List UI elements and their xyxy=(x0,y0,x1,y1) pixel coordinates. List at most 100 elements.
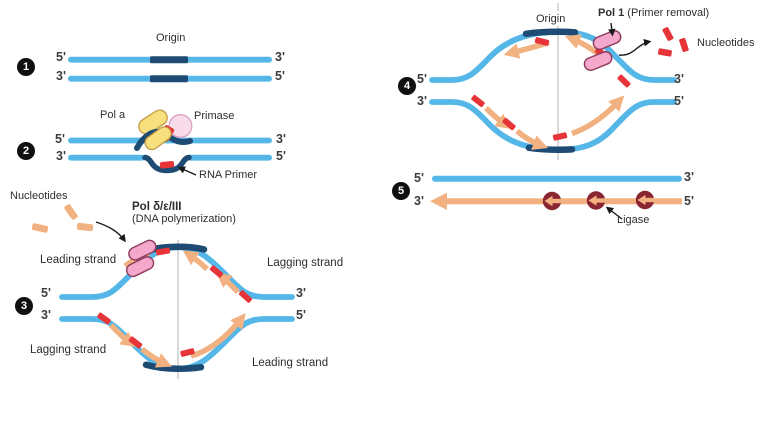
rna-primer-segment xyxy=(180,348,195,357)
pointer-arrow xyxy=(177,166,197,176)
okazaki-arrow xyxy=(108,323,137,347)
rna-primer-segment xyxy=(534,37,550,46)
five-prime-label: 5' xyxy=(674,94,684,108)
lagging-strand-label: Lagging strand xyxy=(30,344,107,356)
rna-primer-segment xyxy=(155,247,171,256)
step3-replication-bubble xyxy=(31,204,295,379)
pointer-arrow xyxy=(608,22,616,37)
three-prime-label: 3' xyxy=(275,50,285,64)
polymerase-clamp xyxy=(125,256,155,278)
pointer-arrow xyxy=(95,221,126,243)
free-nucleotides xyxy=(31,204,94,233)
leading-strand-label: Leading strand xyxy=(40,254,117,266)
three-prime-label: 3' xyxy=(56,149,66,163)
rna-primer-segment xyxy=(238,290,253,303)
step-badge: 5 xyxy=(392,182,410,200)
five-prime-label: 5' xyxy=(275,69,285,83)
pol-alpha-primase-complex xyxy=(134,109,193,151)
pol1-label: Pol 1(Primer removal) xyxy=(598,7,709,20)
step2-initiation xyxy=(68,109,272,176)
nucleotide-dash xyxy=(679,37,689,53)
new-strand xyxy=(445,198,682,205)
step4-primer-removal xyxy=(429,3,689,160)
rna-primer-segment xyxy=(209,265,224,278)
step-badge: 4 xyxy=(398,77,416,95)
three-prime-label: 3' xyxy=(56,69,66,83)
three-prime-label: 3' xyxy=(674,72,684,86)
three-prime-label: 3' xyxy=(414,194,424,208)
step-badge: 2 xyxy=(17,142,35,160)
pol-delta-label: Pol δ/ε/III xyxy=(132,201,182,213)
step-badge: 3 xyxy=(15,297,33,315)
removed-nucleotides xyxy=(657,27,689,57)
three-prime-label: 3' xyxy=(41,308,51,322)
primase-enzyme xyxy=(168,114,193,138)
step5-ligation xyxy=(430,175,682,220)
five-prime-label: 5' xyxy=(55,132,65,146)
nucleotide-dash xyxy=(657,48,672,57)
leading-strand-arrow xyxy=(190,312,246,359)
five-prime-label: 5' xyxy=(417,72,427,86)
pol1-name: Pol 1 xyxy=(598,7,625,19)
rna-primer-segment xyxy=(471,94,485,108)
ligase-enzyme xyxy=(635,190,655,210)
three-prime-label: 3' xyxy=(684,170,694,184)
rna-primer-segment xyxy=(552,132,568,141)
nucleotide-dash xyxy=(76,222,94,232)
okazaki-arrow xyxy=(140,346,173,368)
origin-segment xyxy=(525,144,576,154)
ligase-enzyme xyxy=(542,191,562,211)
new-strand-arrowhead xyxy=(430,192,447,210)
step1-parental-dna xyxy=(68,56,272,83)
origin-segment xyxy=(150,75,188,83)
three-prime-label: 3' xyxy=(417,94,427,108)
rna-primer-segment xyxy=(128,336,143,349)
nucleotides-label: Nucleotides xyxy=(697,37,755,49)
parental-strand xyxy=(429,28,677,83)
parental-strand xyxy=(432,175,682,182)
ligase-enzymes xyxy=(542,190,655,211)
origin-label: Origin xyxy=(156,32,186,44)
rna-primer-segment xyxy=(502,117,516,131)
pol-a-label: Pol a xyxy=(100,109,126,121)
pointer-arrow xyxy=(618,38,652,56)
pol-alpha-enzyme xyxy=(138,109,168,135)
nucleotide-dash xyxy=(662,27,674,41)
pol-delta-enzyme xyxy=(125,239,157,278)
five-prime-label: 5' xyxy=(276,149,286,163)
parental-strand xyxy=(68,154,145,161)
nucleotide-dash xyxy=(31,223,49,233)
ligase-label: Ligase xyxy=(617,214,650,226)
origin-segment xyxy=(522,28,579,38)
five-prime-label: 5' xyxy=(414,171,424,185)
okazaki-arrow xyxy=(182,250,209,272)
five-prime-label: 5' xyxy=(296,308,306,322)
rna-primer-segment xyxy=(159,160,175,169)
three-prime-label: 3' xyxy=(296,286,306,300)
origin-segment xyxy=(150,56,188,64)
leading-strand-label: Leading strand xyxy=(252,357,329,369)
okazaki-arrow xyxy=(215,272,240,294)
parental-strand xyxy=(188,154,272,161)
ligase-enzyme xyxy=(586,191,606,210)
rna-primers xyxy=(97,247,253,357)
lagging-strand-label: Lagging strand xyxy=(267,257,344,269)
five-prime-label: 5' xyxy=(684,194,694,208)
origin-label: Origin xyxy=(536,13,566,25)
pol-alpha-enzyme xyxy=(144,126,172,151)
rna-primer-segment xyxy=(617,74,631,88)
five-prime-label: 5' xyxy=(56,50,66,64)
primer-removal-label: (Primer removal) xyxy=(627,7,710,19)
nucleotides-label: Nucleotides xyxy=(10,190,68,202)
nucleotide-dash xyxy=(64,204,78,220)
unwound-strand xyxy=(142,154,192,174)
five-prime-label: 5' xyxy=(41,286,51,300)
parental-strand xyxy=(429,99,677,153)
origin-segment xyxy=(142,361,205,373)
primase-label: Primase xyxy=(194,110,235,122)
dna-polymerization-label: (DNA polymerization) xyxy=(132,213,236,225)
rna-primer-label: RNA Primer xyxy=(199,169,258,181)
step-badge: 1 xyxy=(17,58,35,76)
